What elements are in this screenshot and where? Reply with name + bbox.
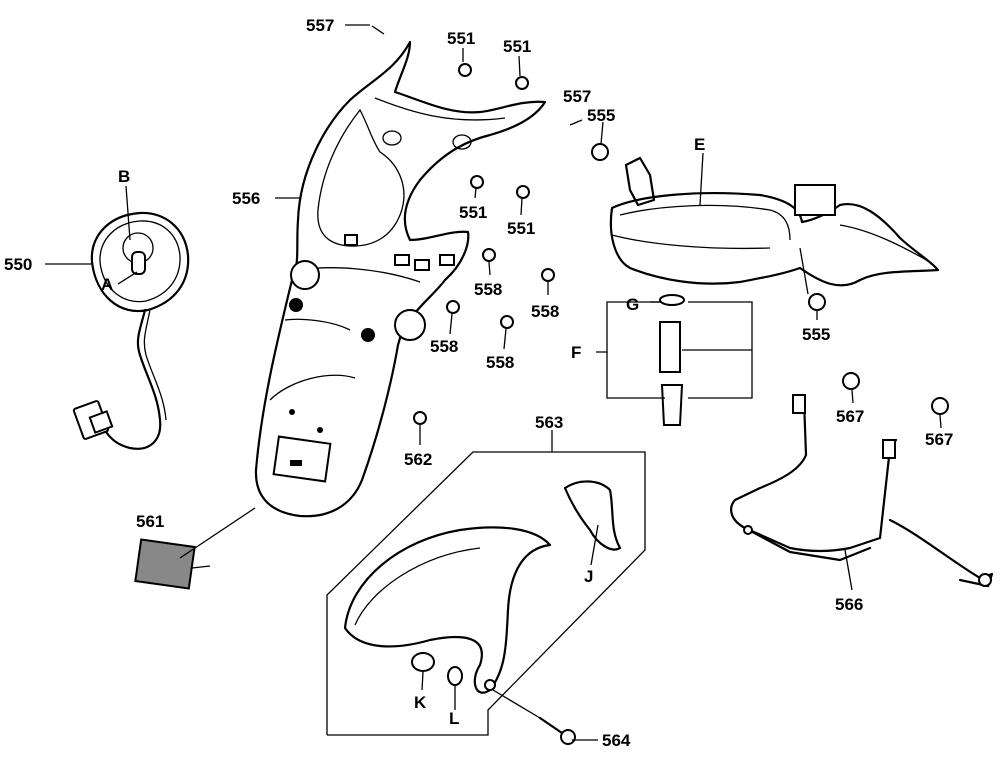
label-l: L <box>449 709 459 728</box>
rear-bracket-assembly <box>609 156 940 287</box>
label-558-upper-right: 558 <box>531 302 559 321</box>
label-557-top: 557 <box>306 16 334 35</box>
label-555-top: 555 <box>587 106 615 125</box>
label-562: 562 <box>404 450 432 469</box>
front-fender <box>343 480 622 694</box>
rear-fender-body <box>254 40 547 518</box>
label-566: 566 <box>835 595 863 614</box>
label-e: E <box>694 135 705 154</box>
label-555-lower: 555 <box>802 325 830 344</box>
label-550: 550 <box>4 255 32 274</box>
label-551-mid-right: 551 <box>507 219 535 238</box>
label-561: 561 <box>136 512 164 531</box>
callout-lines <box>45 24 942 741</box>
hardware <box>371 25 949 745</box>
label-558-upper-left: 558 <box>474 280 502 299</box>
label-564: 564 <box>602 731 631 750</box>
part-labels: 550 B A 556 557 551 551 551 551 557 555 … <box>4 16 953 750</box>
label-558-lower-left: 558 <box>430 337 458 356</box>
label-g: G <box>626 295 639 314</box>
frame-bracket <box>730 394 994 588</box>
label-567-left: 567 <box>836 407 864 426</box>
label-557-right: 557 <box>563 87 591 106</box>
label-j: J <box>584 567 593 586</box>
label-f: F <box>571 343 581 362</box>
label-551-top-right: 551 <box>503 37 531 56</box>
label-551-top-left: 551 <box>447 29 475 48</box>
label-a: A <box>101 275 113 294</box>
label-567-right: 567 <box>925 430 953 449</box>
label-558-lower-right: 558 <box>486 353 514 372</box>
label-563: 563 <box>535 413 563 432</box>
label-556: 556 <box>232 189 260 208</box>
label-b: B <box>118 167 130 186</box>
tail-light-assembly <box>72 211 190 450</box>
label-k: K <box>414 693 427 712</box>
label-551-mid-left: 551 <box>459 203 487 222</box>
reflector <box>134 538 211 590</box>
